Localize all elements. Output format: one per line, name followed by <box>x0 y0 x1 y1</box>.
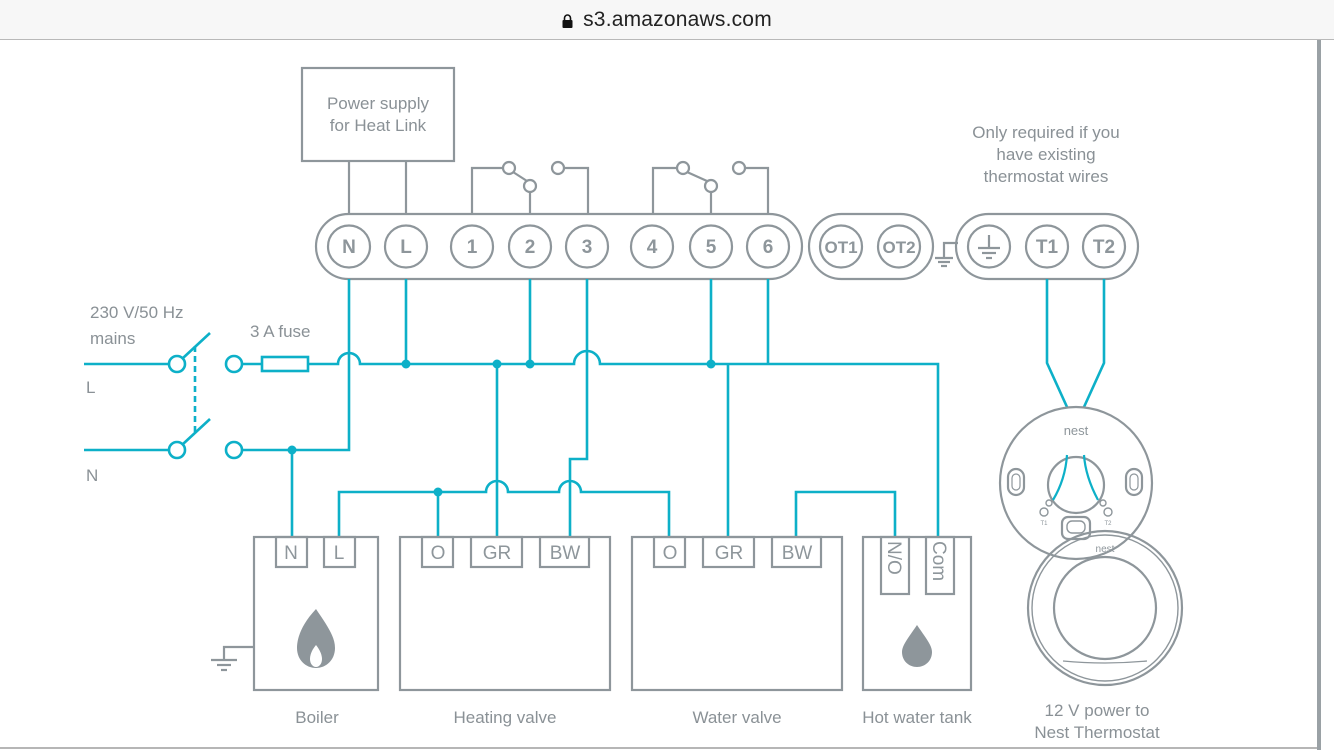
terminal-n: N <box>326 224 372 269</box>
terminal-label: T2 <box>1093 237 1115 258</box>
neutral-label: N <box>86 466 98 485</box>
terminal-label: 4 <box>647 237 658 258</box>
power-supply-box: Power supply for Heat Link <box>300 66 456 214</box>
relay-switch-1 <box>470 160 590 214</box>
heating-valve-terminal-O: O <box>431 543 446 564</box>
boiler: N L Boiler <box>211 535 380 727</box>
tank-terminal-Com: Com <box>928 541 949 581</box>
terminal-5: 5 <box>688 224 734 269</box>
fuse-icon <box>260 355 310 373</box>
wire-T2 <box>1082 279 1106 408</box>
water-valve-terminal-BW: BW <box>782 543 813 564</box>
live-bus-wire <box>242 349 940 537</box>
heating-valve: O GR BW Heating valve <box>398 535 612 727</box>
nest-base-t1: T1 <box>1040 521 1048 527</box>
terminal-t1: T1 <box>1024 224 1070 269</box>
neutral-wires <box>242 279 351 537</box>
power-supply-label-1: Power supply <box>327 94 430 113</box>
lock-icon <box>562 13 573 28</box>
terminal-ot2: OT2 <box>876 224 922 269</box>
water-valve: O GR BW Water valve <box>630 535 844 727</box>
terminal-label: OT2 <box>882 238 915 257</box>
heating-valve-terminal-GR: GR <box>483 543 512 564</box>
terminal-l: L <box>383 224 429 269</box>
thermostat-note-line-1: Only required if you <box>972 123 1119 142</box>
earth-icon <box>935 241 958 268</box>
bottom-divider <box>0 747 1317 749</box>
mains-isolator-switch <box>84 332 244 460</box>
terminal-label: 6 <box>763 237 774 258</box>
terminal-label: OT1 <box>824 238 857 257</box>
boiler-earth-icon <box>211 645 254 672</box>
heating-valve-label: Heating valve <box>453 708 556 727</box>
nest-base-brand: nest <box>1064 423 1089 438</box>
terminal-t2: T2 <box>1081 224 1127 269</box>
terminal-ot1: OT1 <box>818 224 864 269</box>
junction-dots <box>287 359 716 497</box>
thermostat-note-line-3: thermostat wires <box>984 167 1109 186</box>
wire-T1 <box>1045 279 1069 408</box>
mains-label-1: 230 V/50 Hz <box>90 303 184 322</box>
nest-base-plate: nest T1 T2 <box>998 405 1154 561</box>
water-valve-terminal-GR: GR <box>715 543 744 564</box>
terminal-label: 1 <box>467 237 478 258</box>
wiring-diagram: .o{fill:none;stroke:#8e969b;stroke-width… <box>84 66 1184 742</box>
heat-link-opentherm-terminal-strip: OT1 OT2 <box>807 212 935 281</box>
terminal-label: N <box>342 237 356 258</box>
wire-water-bw <box>794 490 897 537</box>
mains-label-2: mains <box>90 329 135 348</box>
boiler-terminal-N: N <box>284 543 298 564</box>
nest-display-unit: nest <box>1026 529 1184 687</box>
browser-address-bar[interactable]: s3.amazonaws.com <box>0 0 1334 40</box>
terminal-label: L <box>400 237 412 258</box>
terminal-label: 3 <box>582 237 593 258</box>
terminal-earth <box>966 224 1012 269</box>
heating-valve-terminal-BW: BW <box>550 543 581 564</box>
water-valve-terminal-O: O <box>663 543 678 564</box>
water-drop-icon <box>902 625 932 667</box>
live-label: L <box>86 378 95 397</box>
nest-label-1: 12 V power to <box>1045 701 1150 720</box>
fuse-label: 3 A fuse <box>250 322 311 341</box>
terminal-4: 4 <box>629 224 675 269</box>
relay-switch-2 <box>651 160 770 214</box>
url-text: s3.amazonaws.com <box>583 7 772 31</box>
scrollbar[interactable] <box>1317 40 1321 750</box>
heat-link-thermostat-terminal-strip: T1 T2 <box>954 212 1140 281</box>
tank-terminal-NO: N/O <box>883 541 904 575</box>
nest-thermostat: nest T1 T2 nest 12 V power to Nest Therm <box>998 405 1184 742</box>
nest-display-brand: nest <box>1096 544 1115 555</box>
power-supply-label-2: for Heat Link <box>330 116 427 135</box>
earth-terminal-icon <box>978 235 1000 260</box>
terminal-3: 3 <box>564 224 610 269</box>
terminal-label: T1 <box>1036 237 1059 258</box>
boiler-label: Boiler <box>295 708 339 727</box>
flame-icon <box>297 609 335 668</box>
heat-link-main-terminal-strip: N L 1 2 3 4 5 6 <box>314 212 804 281</box>
thermostat-note-line-2: have existing <box>996 145 1095 164</box>
hot-water-tank: N/O Com Hot water tank <box>861 535 972 727</box>
terminal-label: 5 <box>706 237 717 258</box>
wire-boiler-l-bus <box>337 479 671 537</box>
terminal-1: 1 <box>449 224 495 269</box>
water-valve-label: Water valve <box>692 708 781 727</box>
terminal-6: 6 <box>745 224 791 269</box>
terminal-2: 2 <box>507 224 553 269</box>
nest-base-t2: T2 <box>1104 521 1112 527</box>
wire-3 <box>568 279 589 537</box>
hot-water-tank-label: Hot water tank <box>862 708 972 727</box>
terminal-label: 2 <box>525 237 536 258</box>
boiler-terminal-L: L <box>334 543 345 564</box>
nest-label-2: Nest Thermostat <box>1034 723 1160 742</box>
